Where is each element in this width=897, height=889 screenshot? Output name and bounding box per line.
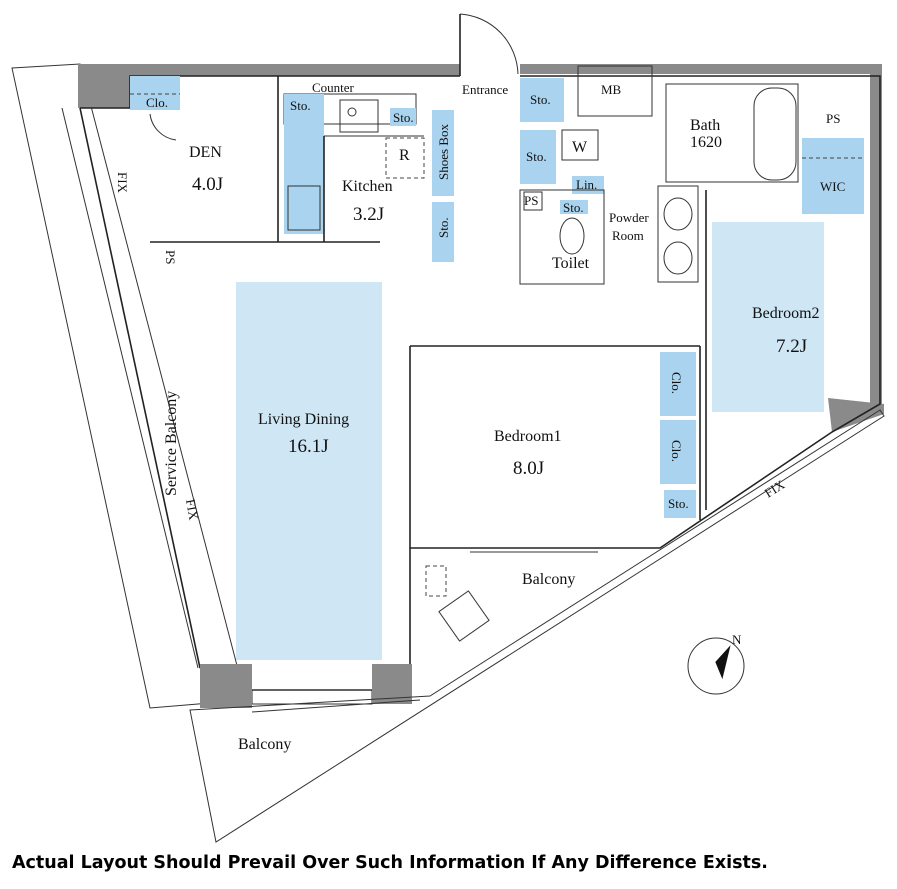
bedroom1-closet-2: [660, 420, 696, 484]
bath-name: Bath: [690, 117, 720, 134]
bedroom1-name: Bedroom1: [494, 428, 562, 445]
den-door: [149, 113, 177, 141]
den-size: 4.0J: [192, 174, 223, 195]
disclaimer-text: Actual Layout Should Prevail Over Such I…: [12, 853, 768, 873]
ps-label-left: PS: [163, 250, 178, 264]
kitchen-storage-left: [284, 94, 324, 234]
toilet-ps: [523, 191, 543, 211]
kitchen-sto-label-2: Sto.: [393, 110, 414, 125]
fix-label-2: FIX: [183, 498, 202, 522]
powder-line1: Powder: [609, 210, 649, 225]
kitchen-sink: [347, 107, 357, 117]
entrance-sto-box: [520, 78, 564, 122]
living-size: 16.1J: [288, 436, 329, 457]
wic-closet: [802, 138, 864, 214]
right-angle-wall: [828, 398, 884, 432]
top-wall: [78, 64, 460, 108]
north-label: N: [732, 632, 742, 647]
north-compass: N: [687, 632, 745, 695]
lower-sto-label: Sto.: [436, 217, 451, 238]
bedroom2-floor: [712, 222, 824, 412]
kitchen-fridge-box: [385, 137, 425, 179]
powder-sink-2: [663, 241, 693, 275]
r-label: R: [399, 147, 410, 164]
kitchen-appliance: [287, 185, 321, 231]
right-wall: [870, 64, 882, 404]
toilet-bowl: [559, 217, 585, 255]
entrance-sto-box-2: [520, 130, 556, 184]
entrance-door: [459, 13, 519, 76]
bedroom2-name: Bedroom2: [752, 305, 820, 322]
mb-label: MB: [601, 82, 622, 97]
service-balcony-label: Service Balcony: [163, 391, 180, 496]
mb-box: [577, 65, 653, 117]
entrance-sto-label: Sto.: [530, 92, 551, 107]
kitchen-name: Kitchen: [342, 178, 393, 195]
toilet-sto: [560, 200, 588, 214]
living-dining-floor: [236, 282, 382, 660]
wic-label: WIC: [820, 179, 845, 194]
bedroom2-size: 7.2J: [776, 336, 807, 357]
toilet-room: [519, 189, 605, 285]
bedroom1-clo-2: Clo.: [669, 440, 684, 462]
counter-label: Counter: [312, 80, 355, 95]
shoes-box-label: Shoes Box: [436, 124, 451, 180]
bath-size: 1620: [690, 134, 722, 151]
kitchen-size: 3.2J: [353, 204, 384, 225]
toilet-name: Toilet: [552, 255, 590, 272]
bedroom1-clo-1: Clo.: [669, 372, 684, 394]
toilet-sto-label: Sto.: [563, 200, 584, 215]
entrance-sto-lower: [432, 202, 454, 262]
powder-sink-area: [657, 185, 699, 283]
entrance-sto-label-2: Sto.: [526, 149, 547, 164]
bedroom1-closet-1: [660, 352, 696, 416]
den-closet: [130, 76, 180, 110]
den-clo-label: Clo.: [146, 95, 168, 110]
living-name: Living Dining: [258, 411, 349, 428]
floor-plan: N DEN 4.0J Kitchen 3.2J Living Dining 16…: [11, 13, 885, 843]
bedroom1-sto: [664, 490, 696, 518]
bedroom1-size: 8.0J: [513, 458, 544, 479]
kitchen-sto-box: [390, 108, 416, 126]
balcony-south-outline: [189, 409, 885, 843]
powder-sink-1: [663, 197, 693, 231]
toilet-ps-label: PS: [524, 193, 538, 208]
balcony-box: [438, 590, 490, 642]
kitchen-stove: [339, 99, 379, 133]
ps-label-top: PS: [826, 111, 840, 126]
plan-outline-3: [79, 107, 201, 669]
den-name: DEN: [189, 144, 222, 161]
bedroom1-sto-label: Sto.: [668, 496, 689, 511]
balcony-label-1: Balcony: [522, 571, 575, 588]
w-label: W: [572, 139, 588, 156]
living-wall-pier: [200, 664, 252, 708]
lin-label: Lin.: [576, 177, 597, 192]
living-window-frame: [251, 689, 373, 705]
balcony-label-2: Balcony: [238, 736, 291, 753]
powder-line2: Room: [612, 228, 644, 243]
top-wall-right: [520, 64, 880, 74]
bath-room: [665, 83, 799, 183]
bathtub: [753, 87, 797, 181]
fix-label-1: FIX: [115, 172, 130, 194]
balcony-railing: [251, 699, 421, 713]
kitchen-sto-label: Sto.: [290, 98, 311, 113]
shoes-box: [432, 110, 454, 196]
balcony-dash-box: [425, 565, 447, 597]
entrance-name: Entrance: [462, 82, 508, 97]
washer: [561, 129, 599, 161]
service-balcony-inner-edge: [61, 107, 199, 669]
